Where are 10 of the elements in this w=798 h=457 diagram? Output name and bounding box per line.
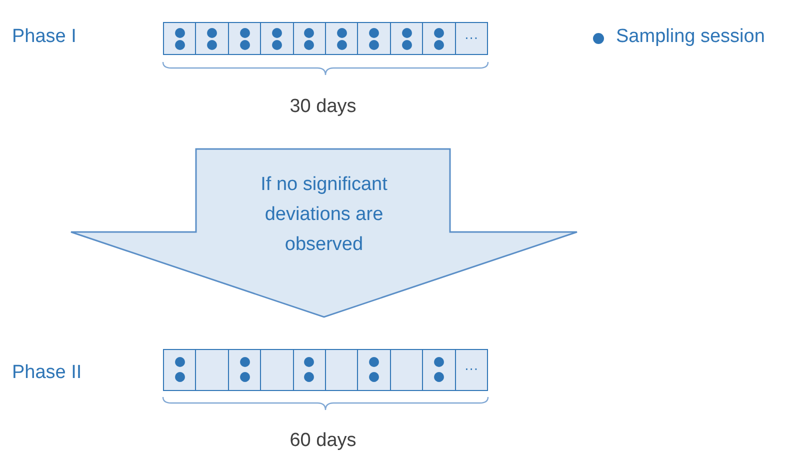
duration-label: 60 days <box>290 430 356 452</box>
sampling-strip <box>163 22 488 55</box>
legend-text: Sampling session <box>616 26 765 48</box>
phase-label: Phase I <box>12 26 76 48</box>
condition-text: If no significant deviations are observed <box>260 173 388 257</box>
duration-label: 30 days <box>290 96 356 118</box>
sampling-strip <box>163 349 488 391</box>
ellipsis-mark: ··· <box>463 360 480 376</box>
ellipsis-mark: ··· <box>463 28 480 44</box>
phase-label: Phase II <box>12 362 82 384</box>
